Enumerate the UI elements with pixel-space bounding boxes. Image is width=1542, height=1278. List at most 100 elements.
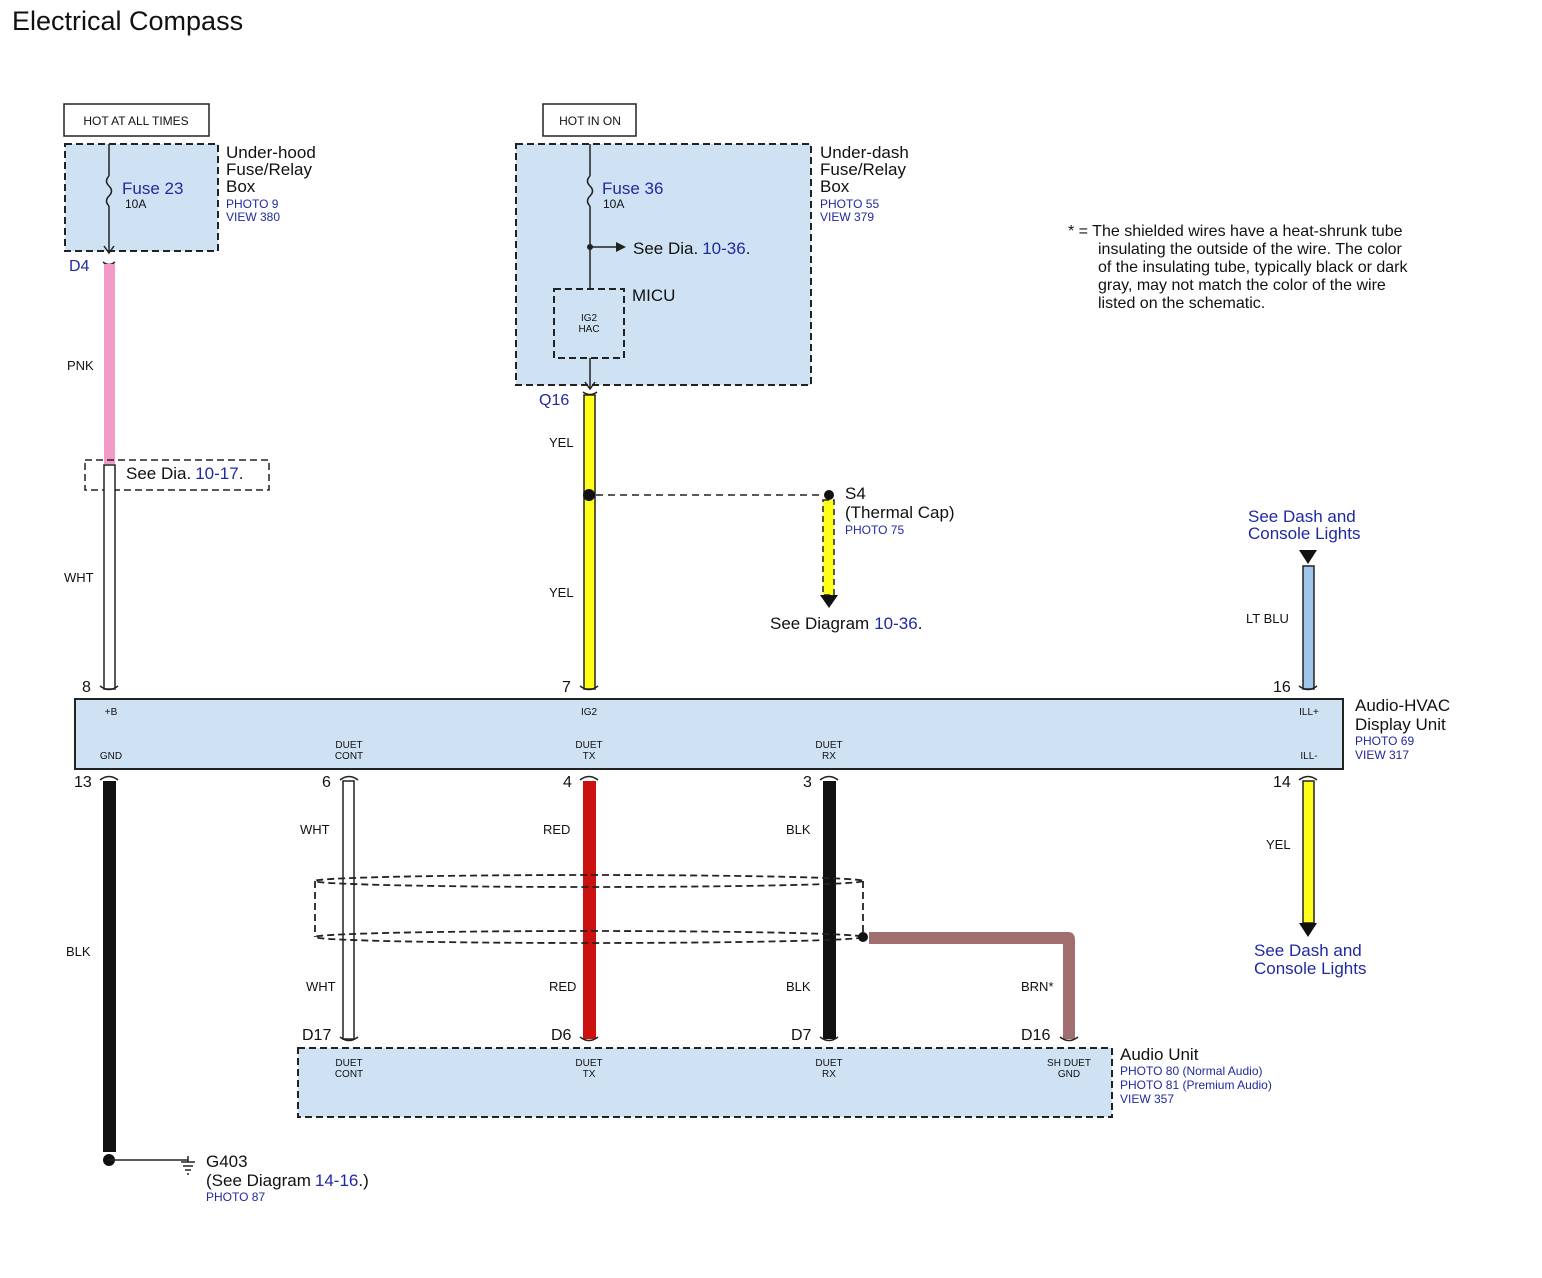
ground-icon: [181, 1156, 195, 1175]
fuse-23-label: Fuse 23: [122, 179, 183, 198]
display-unit-name-2: Display Unit: [1355, 715, 1446, 734]
see-dia-1017-text: See Dia.: [126, 464, 191, 483]
lbl-ig2: IG2: [581, 707, 598, 718]
hot-in-on-box: [542, 103, 637, 137]
fuse-36-amps: 10A: [603, 197, 624, 211]
wire-label-yel-2: YEL: [549, 585, 574, 600]
underdash-name-2: Fuse/Relay: [820, 160, 906, 179]
svg-text:DUET: DUET: [335, 740, 362, 751]
svg-text:RX: RX: [822, 1069, 836, 1080]
wire-red-pin4: [583, 781, 596, 1039]
underhood-fuse-box: Fuse 23 10A: [64, 143, 219, 255]
wire-label-yel-1: YEL: [549, 435, 574, 450]
fuse-icon: [586, 175, 594, 207]
dash-lights-top-2[interactable]: Console Lights: [1248, 524, 1360, 543]
ground-photo: PHOTO 87: [206, 1190, 265, 1204]
shield-drain-point: [858, 932, 868, 942]
fuse-icon: [105, 175, 113, 207]
svg-text:insulating the outside of the: insulating the outside of the wire. The …: [1098, 241, 1403, 258]
svg-text:SH DUET: SH DUET: [1047, 1058, 1091, 1069]
pin-8: 8: [82, 679, 91, 696]
svg-text:TX: TX: [583, 1069, 596, 1080]
lbl-plus-b: +B: [105, 707, 118, 718]
underdash-view: VIEW 379: [820, 210, 874, 224]
wire-label-yel-right: YEL: [1266, 837, 1291, 852]
audio-unit-photo-1: PHOTO 80 (Normal Audio): [1120, 1064, 1263, 1078]
wire-label-red-2: RED: [549, 979, 576, 994]
wire-brn: [869, 932, 1075, 1039]
pin-7: 7: [562, 679, 571, 696]
ground-g403-name: G403: [206, 1152, 248, 1171]
svg-text:CONT: CONT: [335, 751, 363, 762]
wire-yel-pin14: [1302, 780, 1315, 924]
dash-lights-bottom-1[interactable]: See Dash and: [1254, 941, 1362, 960]
underhood-view: VIEW 380: [226, 210, 280, 224]
svg-text:gray, may not match the color: gray, may not match the color of the wir…: [1098, 277, 1386, 294]
see-diagram-1036-text: See Diagram: [770, 614, 869, 633]
splice-s4-photo: PHOTO 75: [845, 523, 904, 537]
underdash-photo: PHOTO 55: [820, 197, 879, 211]
pin-3: 3: [803, 774, 812, 791]
underdash-name-1: Under-dash: [820, 143, 909, 162]
dash-lights-bottom-2[interactable]: Console Lights: [1254, 959, 1366, 978]
micu-hac: HAC: [578, 324, 599, 335]
wire-label-blk-1: BLK: [786, 822, 811, 837]
wire-label-brn: BRN*: [1021, 979, 1054, 994]
page-title: Electrical Compass: [12, 6, 243, 36]
svg-text:GND: GND: [1058, 1069, 1080, 1080]
ground-see-link: 14-16: [315, 1171, 358, 1190]
pin-d17: D17: [302, 1027, 331, 1044]
wire-label-pnk: PNK: [67, 358, 94, 373]
svg-text:RX: RX: [822, 751, 836, 762]
wire-blk-pin13: [103, 781, 116, 1152]
pin-d16: D16: [1021, 1027, 1050, 1044]
pin-d7: D7: [791, 1027, 812, 1044]
terminal-q16: Q16: [539, 392, 569, 409]
arrow-down-icon: [1299, 550, 1317, 564]
wire-label-wht-1: WHT: [300, 822, 330, 837]
splice-s4-point: [824, 490, 834, 500]
audio-unit-name: Audio Unit: [1120, 1045, 1199, 1064]
arrow-down-icon: [1299, 923, 1317, 937]
svg-text:CONT: CONT: [335, 1069, 363, 1080]
micu-label: MICU: [632, 286, 675, 305]
svg-text:DUET: DUET: [575, 740, 602, 751]
pin-d6: D6: [551, 1027, 572, 1044]
underdash-name-3: Box: [820, 177, 850, 196]
ground-see-text: (See Diagram: [206, 1171, 311, 1190]
pin-4: 4: [563, 774, 572, 791]
splice-point: [583, 489, 595, 501]
see-dia-link: 10-36: [702, 239, 745, 258]
audio-hvac-display-unit: [74, 698, 1344, 770]
svg-text:DUET: DUET: [815, 740, 842, 751]
audio-unit-view: VIEW 357: [1120, 1092, 1174, 1106]
pin-14: 14: [1273, 774, 1291, 791]
wire-wht-pin6: [342, 780, 355, 1040]
hot-in-on-label: HOT IN ON: [559, 114, 621, 128]
splice-s4-name: S4: [845, 484, 866, 503]
display-unit-view: VIEW 317: [1355, 748, 1409, 762]
wire-yel-dashed: [822, 499, 835, 596]
wire-label-blk-2: BLK: [786, 979, 811, 994]
see-dia-text: See Dia.: [633, 239, 698, 258]
svg-text:DUET: DUET: [575, 1058, 602, 1069]
display-unit-photo: PHOTO 69: [1355, 734, 1414, 748]
svg-text:* = The shielded wires have a: * = The shielded wires have a heat-shrun…: [1068, 223, 1403, 240]
wire-lt-blu: [1302, 565, 1315, 690]
shielded-wire-note: * = The shielded wires have a heat-shrun…: [1068, 223, 1409, 312]
fuse-23-amps: 10A: [125, 197, 146, 211]
hot-at-all-times-label: HOT AT ALL TIMES: [83, 114, 188, 128]
dash-lights-top-1[interactable]: See Dash and: [1248, 507, 1356, 526]
lbl-gnd: GND: [100, 751, 122, 762]
lbl-ill-minus: ILL-: [1300, 751, 1317, 762]
underhood-photo: PHOTO 9: [226, 197, 279, 211]
micu-ig2: IG2: [581, 313, 598, 324]
arrow-down-icon: [820, 595, 838, 608]
audio-unit-photo-2: PHOTO 81 (Premium Audio): [1120, 1078, 1272, 1092]
display-unit-name-1: Audio-HVAC: [1355, 696, 1450, 715]
wire-yel-pin7: [583, 394, 596, 690]
terminal-d4: D4: [69, 258, 90, 275]
splice-s4-desc: (Thermal Cap): [845, 503, 955, 522]
wire-wht-pin8: [103, 464, 116, 690]
underhood-name-2: Fuse/Relay: [226, 160, 312, 179]
